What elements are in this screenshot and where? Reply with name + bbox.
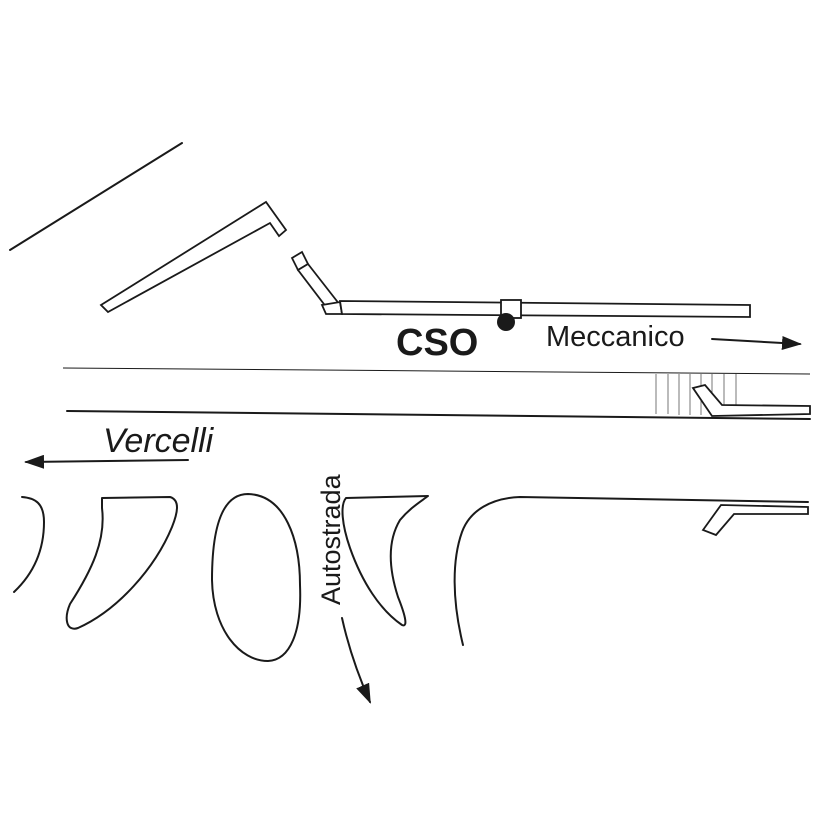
side-road-lower	[701, 504, 809, 537]
island-east	[341, 495, 429, 627]
wall-diagonal-upper	[99, 200, 288, 314]
island-west	[65, 496, 178, 630]
road-edge-southeast	[453, 496, 809, 646]
south-destination-label: Autostrada	[316, 473, 346, 605]
island-oval	[211, 493, 302, 662]
main-road-edge-south	[66, 410, 811, 420]
road-edge-northwest	[9, 142, 183, 251]
wall-corner-join	[320, 300, 344, 315]
main-road-edge-north	[62, 367, 811, 375]
station-point[interactable]	[497, 313, 515, 331]
side-road-east	[691, 383, 811, 417]
west-destination-label: Vercelli	[103, 422, 215, 460]
east-destination-label: Meccanico	[546, 321, 685, 353]
station-label: CSO	[396, 322, 478, 364]
south-arrow	[341, 617, 371, 704]
east-arrow	[711, 335, 802, 350]
west-arrow	[24, 454, 189, 469]
building-outline	[99, 200, 751, 319]
island-far-west	[13, 496, 45, 593]
wall-front	[338, 300, 751, 318]
